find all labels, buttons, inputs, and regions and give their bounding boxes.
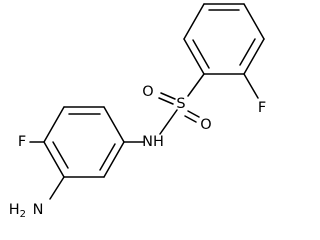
bond-ring-s	[187, 73, 205, 97]
bond-ring-nh2	[49, 176, 65, 200]
oxygen-atom-bottom: O	[200, 117, 211, 133]
sulfur-atom: S	[176, 96, 185, 112]
chemical-structure-diagram: O O S NH F F H2 N	[9, 3, 266, 220]
bond-s-nh	[159, 109, 178, 135]
nh2-label: H2 N	[9, 202, 44, 220]
oxygen-atom-top: O	[142, 84, 153, 100]
aminofluorophenyl-ring	[43, 106, 125, 178]
fluorophenyl-ring	[183, 3, 265, 75]
nh-label: NH	[142, 134, 164, 150]
fluorine-atom-left: F	[18, 134, 26, 150]
nh2-h: H2	[9, 202, 26, 220]
nh2-n: N	[33, 202, 44, 218]
fluorine-atom-right: F	[258, 100, 266, 116]
bond-ring-f	[243, 73, 259, 99]
sulfonyl-oxygen-bonds	[158, 92, 200, 123]
